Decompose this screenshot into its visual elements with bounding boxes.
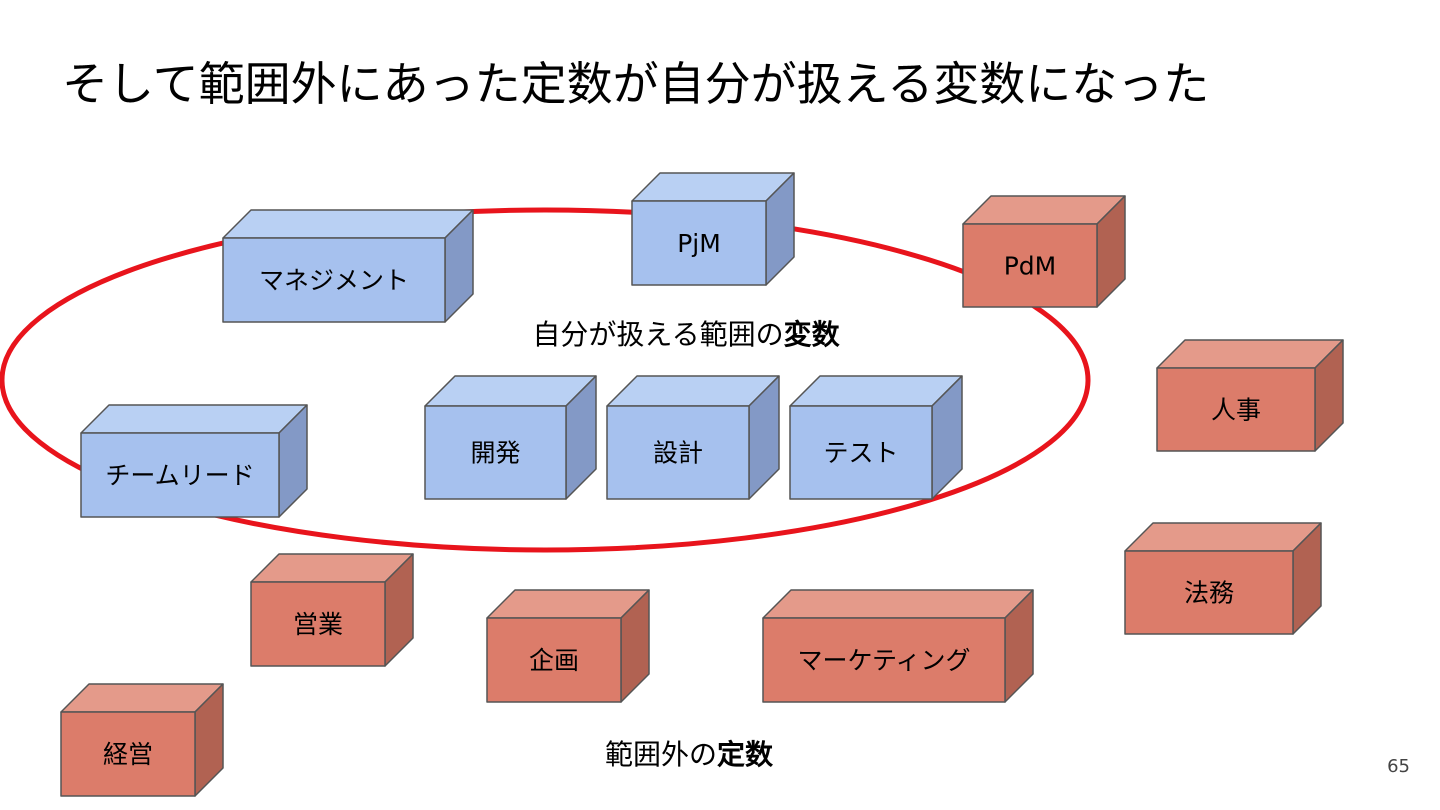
variables-label-emphasis: 変数 <box>783 318 840 351</box>
box-top-face <box>1124 522 1322 552</box>
box-front-face <box>962 223 1098 308</box>
box-label: PjM <box>677 229 721 258</box>
constants-label-text: 範囲外の <box>604 738 717 771</box>
box-label: 法務 <box>1184 579 1234 608</box>
box-front-face <box>1156 367 1316 452</box>
variable-box: チームリード <box>80 404 308 518</box>
box-front-face <box>80 432 280 518</box>
box-top-face <box>1156 339 1344 369</box>
box-front-face <box>60 711 196 797</box>
box-label: マネジメント <box>259 266 409 295</box>
box-front-face <box>424 405 567 500</box>
box-label: 経営 <box>103 740 153 769</box>
box-front-face <box>789 405 933 500</box>
box-label: マーケティング <box>797 646 970 675</box>
constant-box: 企画 <box>486 589 650 703</box>
box-front-face <box>762 617 1006 703</box>
variable-box: マネジメント <box>222 209 474 323</box>
constants-area-label: 範囲外の定数 <box>605 733 773 773</box>
constant-box: 営業 <box>250 553 414 667</box>
box-label: PdM <box>1004 252 1057 281</box>
box-label: 設計 <box>653 439 703 468</box>
box-label: 企画 <box>529 646 579 675</box>
variables-label-text: 自分が扱える範囲の <box>532 318 784 351</box>
constants-label-emphasis: 定数 <box>717 738 774 771</box>
box-front-face <box>222 237 446 323</box>
constant-box: 経営 <box>60 683 224 797</box>
box-front-face <box>631 200 767 286</box>
variable-box: PjM <box>631 172 795 286</box>
box-label: チームリード <box>105 461 254 490</box>
variables-area-label: 自分が扱える範囲の変数 <box>532 313 839 353</box>
box-top-face <box>80 404 308 434</box>
box-label: 開発 <box>470 439 520 468</box>
box-label: テスト <box>823 439 898 468</box>
constant-box: PdM <box>962 195 1126 308</box>
box-front-face <box>1124 550 1294 635</box>
box-top-face <box>762 589 1034 619</box>
variable-box: 開発 <box>424 375 597 500</box>
box-front-face <box>250 581 386 667</box>
variable-box: 設計 <box>606 375 780 500</box>
variable-scope-ellipse <box>0 207 1091 553</box>
box-front-face <box>486 617 622 703</box>
variable-box: テスト <box>789 375 963 500</box>
box-label: 人事 <box>1211 396 1261 425</box>
constant-box: マーケティング <box>762 589 1034 703</box>
constant-box: 人事 <box>1156 339 1344 452</box>
constant-box: 法務 <box>1124 522 1322 635</box>
box-top-face <box>222 209 474 239</box>
box-front-face <box>606 405 750 500</box>
slide-title: そして範囲外にあった定数が自分が扱える変数になった <box>62 57 1210 111</box>
box-label: 営業 <box>293 610 343 639</box>
slide-number: 65 <box>1387 756 1410 777</box>
